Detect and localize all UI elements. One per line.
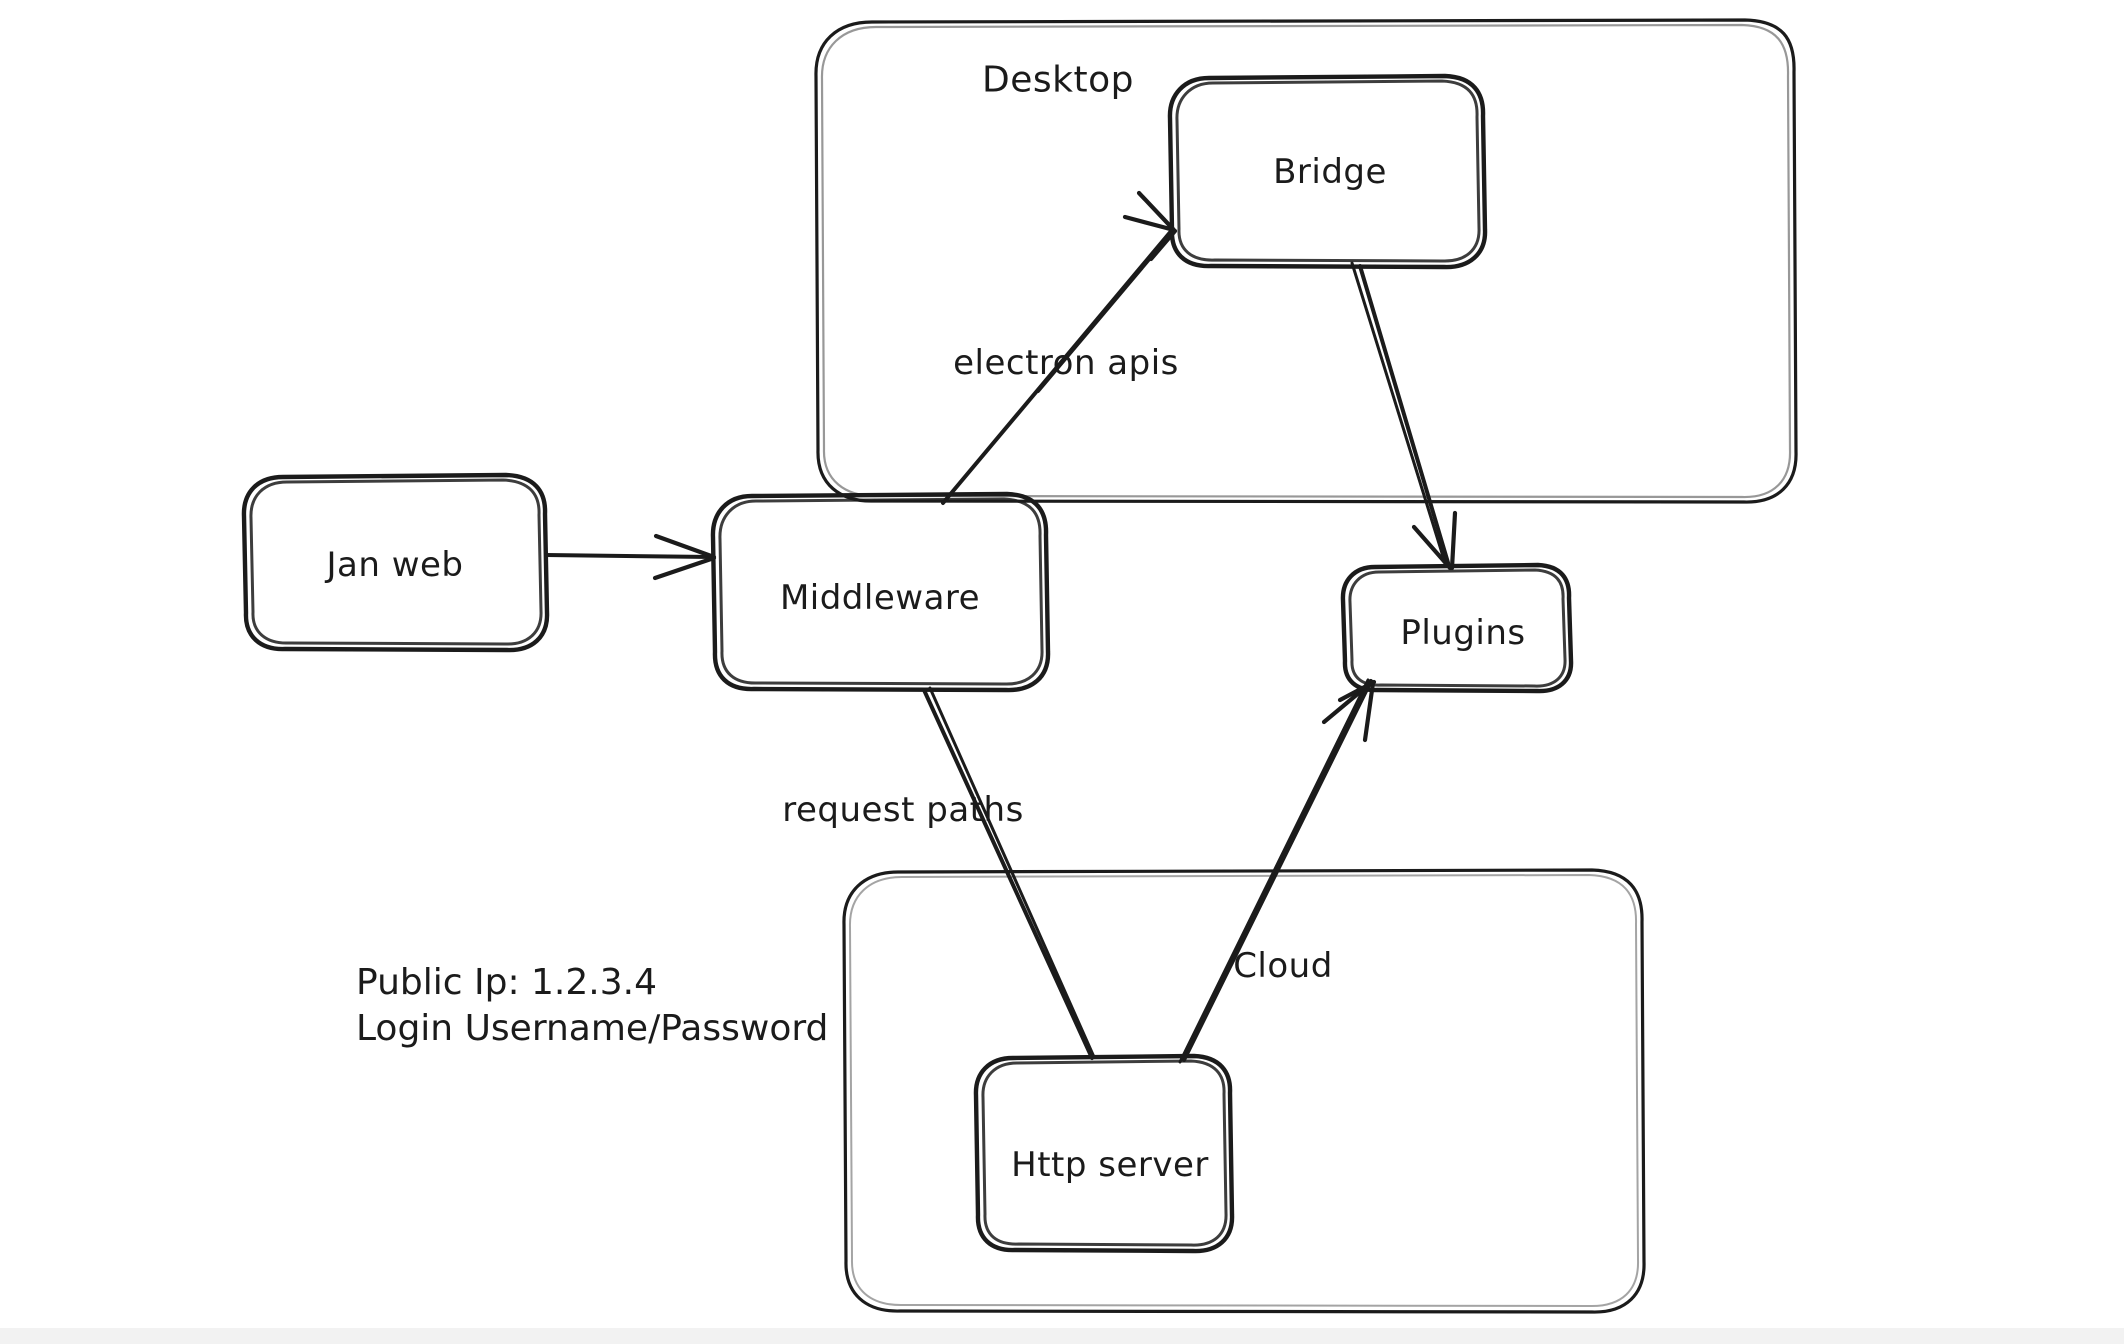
note-login: Login Username/Password: [356, 1008, 829, 1050]
node-label-middleware[interactable]: Middleware: [779, 578, 981, 618]
group-desktop-outline: [814, 18, 1798, 504]
edge-label-cloud: Cloud: [1233, 946, 1333, 986]
node-label-bridge[interactable]: Bridge: [1273, 152, 1387, 192]
node-label-jan-web[interactable]: Jan web: [326, 545, 464, 585]
node-middleware-outline: [710, 491, 1051, 693]
group-label-desktop: Desktop: [982, 59, 1134, 101]
edge-label-electron-apis: electron apis: [953, 343, 1179, 383]
node-label-http-server[interactable]: Http server: [1011, 1145, 1209, 1185]
node-http-server-outline: [973, 1053, 1235, 1254]
edge-bridge-to-plugins: [1350, 261, 1458, 571]
bottom-bar: [0, 1328, 2124, 1344]
edge-label-request-paths: request paths: [782, 790, 1024, 830]
edge-middleware-to-bridge: [941, 190, 1178, 505]
node-plugins-outline: [1340, 562, 1574, 694]
group-cloud-outline: [842, 868, 1646, 1314]
node-label-plugins[interactable]: Plugins: [1400, 613, 1526, 653]
note-public-ip: Public Ip: 1.2.3.4: [356, 962, 657, 1003]
edge-httpserver-to-plugins: [1178, 678, 1377, 1064]
node-bridge-outline: [1167, 73, 1488, 270]
edge-middleware-to-httpserver: [922, 686, 1096, 1060]
notes-block: Public Ip: 1.2.3.4 Login Username/Passwo…: [356, 960, 828, 1052]
edge-janweb-to-middleware: [544, 533, 717, 581]
node-jan-web-outline: [241, 472, 550, 653]
